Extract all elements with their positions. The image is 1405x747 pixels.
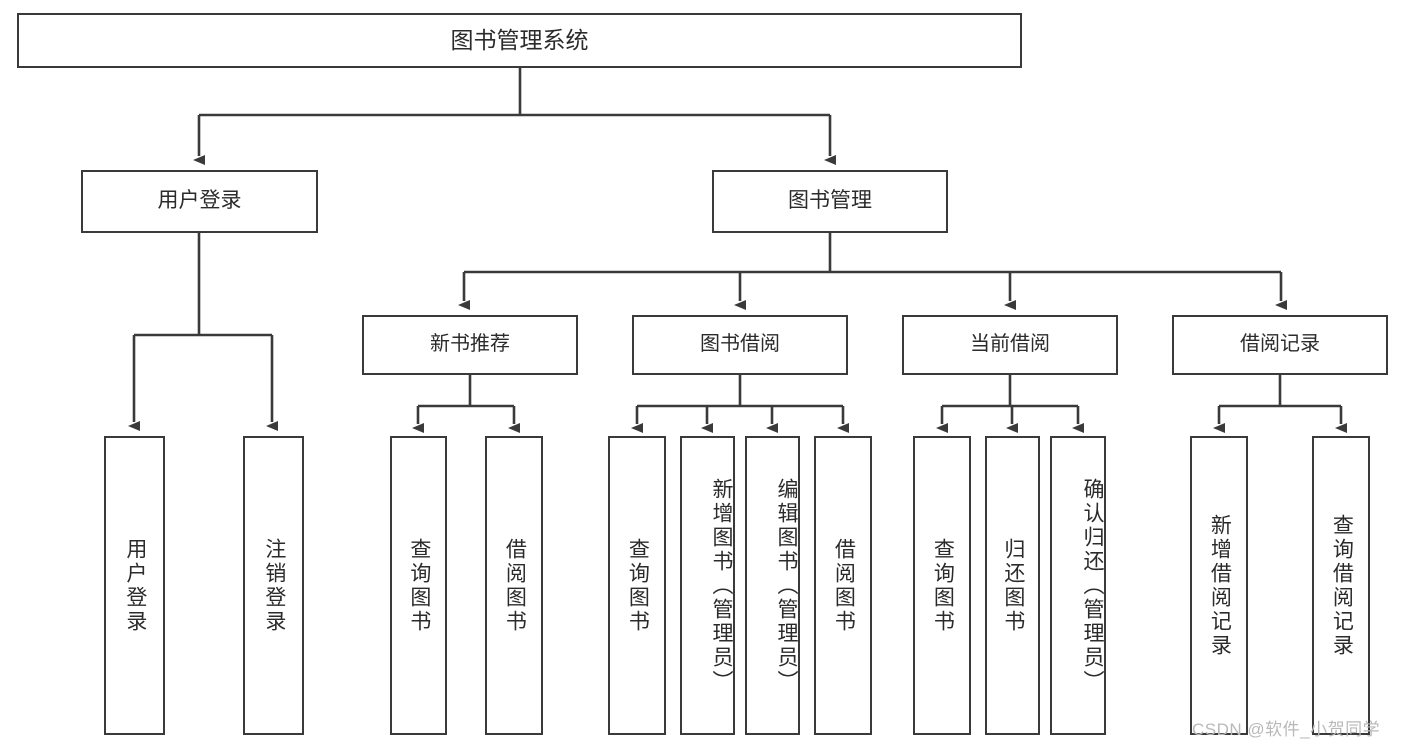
node-label: 查询图书 [626, 537, 650, 634]
leaf-borrow-book[interactable]: 借阅图书 [814, 436, 872, 735]
node-label: 借阅图书 [832, 537, 856, 634]
node-label: 借阅图书 [503, 537, 527, 634]
node-label: 新书推荐 [430, 333, 510, 356]
leaf-query-book-borrow[interactable]: 查询图书 [608, 436, 666, 735]
node-label: 注销登录 [262, 537, 286, 634]
leaf-confirm-return-admin[interactable]: 确认归还（管理员） [1050, 436, 1106, 735]
node-label: 用户登录 [123, 537, 147, 634]
node-new-book-recommend[interactable]: 新书推荐 [362, 315, 578, 375]
leaf-user-logout[interactable]: 注销登录 [243, 436, 304, 735]
node-label: 借阅记录 [1240, 333, 1320, 356]
node-user-login[interactable]: 用户登录 [81, 170, 318, 233]
node-label: 当前借阅 [970, 333, 1050, 356]
node-label: 新增图书（管理员） [710, 477, 733, 694]
node-book-management[interactable]: 图书管理 [712, 170, 948, 233]
node-label: 新增借阅记录 [1208, 513, 1232, 658]
node-current-borrow[interactable]: 当前借阅 [902, 315, 1118, 375]
leaf-query-book-recommend[interactable]: 查询图书 [390, 436, 447, 735]
node-root[interactable]: 图书管理系统 [17, 13, 1022, 68]
node-label: 查询图书 [931, 537, 955, 634]
node-label: 查询借阅记录 [1330, 513, 1354, 658]
leaf-return-book[interactable]: 归还图书 [985, 436, 1040, 735]
leaf-borrow-book-recommend[interactable]: 借阅图书 [485, 436, 543, 735]
node-label: 图书借阅 [700, 333, 780, 356]
node-borrow-records[interactable]: 借阅记录 [1172, 315, 1388, 375]
node-book-borrow[interactable]: 图书借阅 [632, 315, 848, 375]
node-label: 图书管理系统 [450, 26, 589, 53]
leaf-edit-book-admin[interactable]: 编辑图书（管理员） [745, 436, 800, 735]
leaf-query-book-current[interactable]: 查询图书 [913, 436, 971, 735]
node-label: 归还图书 [1001, 537, 1025, 634]
leaf-user-login[interactable]: 用户登录 [104, 436, 165, 735]
node-label: 确认归还（管理员） [1081, 477, 1104, 694]
csdn-watermark: CSDN @软件_小贺同学 [1192, 720, 1381, 739]
node-label: 图书管理 [788, 189, 872, 213]
leaf-query-borrow-record[interactable]: 查询借阅记录 [1312, 436, 1370, 735]
leaf-add-borrow-record[interactable]: 新增借阅记录 [1190, 436, 1248, 735]
node-label: 用户登录 [157, 189, 242, 213]
node-label: 编辑图书（管理员） [775, 477, 798, 694]
node-label: 查询图书 [407, 537, 431, 634]
leaf-add-book-admin[interactable]: 新增图书（管理员） [680, 436, 735, 735]
